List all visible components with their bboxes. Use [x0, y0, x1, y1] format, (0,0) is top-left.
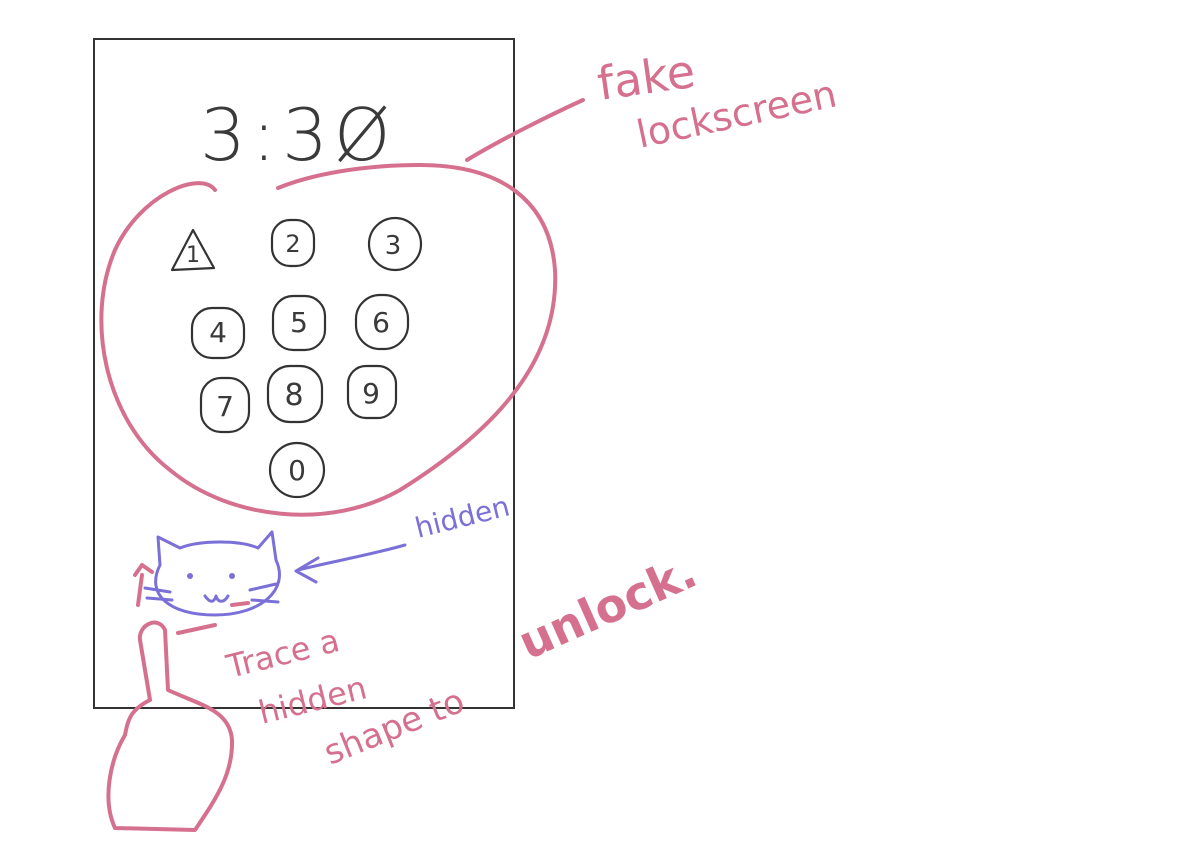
- key-label: 2: [285, 230, 300, 258]
- key-7[interactable]: 7: [199, 376, 251, 434]
- key-label: 0: [288, 454, 306, 487]
- finger-trace-line: [176, 623, 217, 635]
- key-3[interactable]: 3: [367, 216, 423, 272]
- key-label: 7: [216, 390, 234, 423]
- key-4[interactable]: 4: [190, 306, 246, 360]
- key-1[interactable]: 1: [170, 228, 216, 272]
- cat-face-icon: [143, 530, 281, 617]
- instruction-line-1: Trace a: [222, 621, 343, 686]
- key-label: 5: [290, 306, 308, 339]
- arrow-left-icon: [294, 543, 407, 584]
- phone-frame: [93, 38, 515, 709]
- key-label: 9: [362, 377, 380, 410]
- hidden-label: hidden: [412, 490, 513, 545]
- key-0[interactable]: 0: [268, 441, 326, 499]
- key-5[interactable]: 5: [271, 294, 327, 352]
- trace-mark: [230, 601, 250, 607]
- key-6[interactable]: 6: [354, 293, 410, 351]
- pointing-finger-icon: [106, 620, 235, 832]
- key-label: 8: [284, 378, 303, 413]
- title-line-fake: fake: [594, 44, 698, 111]
- lockscreen-time: 3:3Ø: [200, 93, 397, 177]
- key-label: 4: [209, 316, 227, 349]
- key-label: 6: [372, 306, 390, 339]
- keypad: 1 2 3 4 5 6 7 8: [170, 216, 423, 499]
- keypad-highlight-circle: [99, 163, 558, 517]
- key-9[interactable]: 9: [346, 364, 398, 420]
- key-8[interactable]: 8: [266, 364, 324, 424]
- title-pointer-line: [465, 98, 585, 162]
- key-label: 1: [186, 243, 200, 268]
- instruction-line-4: unlock.: [511, 544, 705, 670]
- key-2[interactable]: 2: [270, 218, 316, 268]
- trace-mark: [133, 563, 154, 607]
- key-label: 3: [385, 231, 402, 261]
